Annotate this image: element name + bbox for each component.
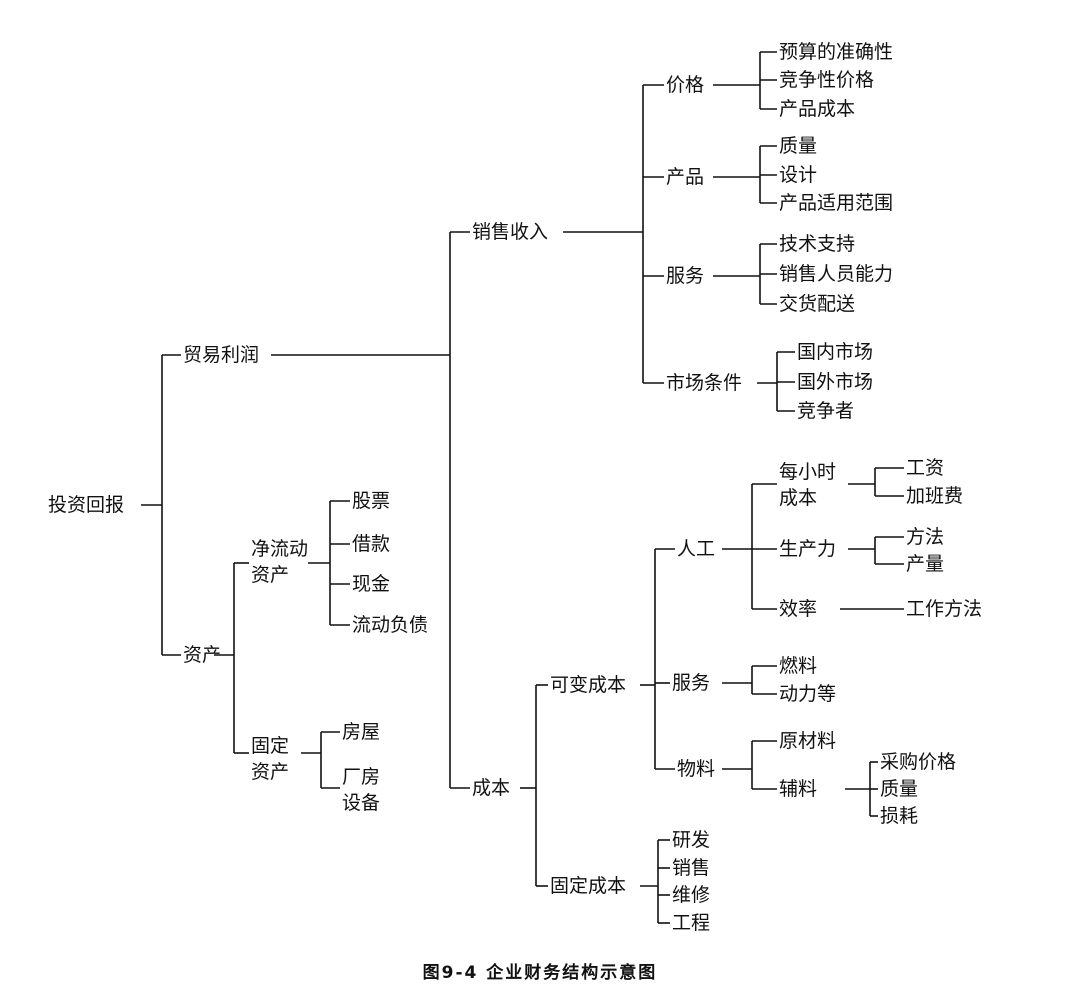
node-root: 投资回报: [48, 494, 125, 516]
node-market: 市场条件: [666, 372, 743, 394]
node-fixed-sales: 销售: [672, 857, 711, 879]
node-aux-quality: 质量: [880, 778, 919, 800]
node-power: 动力等: [779, 683, 837, 705]
node-budget-accuracy: 预算的准确性: [779, 41, 894, 63]
figure-caption: 图9-4 企业财务结构示意图: [422, 963, 658, 983]
node-purchase-price: 采购价格: [880, 751, 957, 773]
node-efficiency: 效率: [779, 598, 818, 620]
node-variable-service: 服务: [672, 672, 711, 694]
node-labor: 人工: [677, 538, 716, 560]
node-wages: 工资: [906, 457, 945, 479]
node-product-cost: 产品成本: [779, 98, 856, 120]
node-net-current-assets: 净流动 资产: [251, 538, 309, 586]
node-stocks: 股票: [352, 490, 391, 512]
node-work-method: 工作方法: [906, 598, 983, 620]
node-plant-equipment: 厂房 设备: [342, 766, 381, 814]
node-method: 方法: [906, 526, 945, 548]
node-product-scope: 产品适用范围: [779, 192, 894, 214]
node-rnd: 研发: [672, 829, 711, 851]
node-current-liabilities: 流动负债: [352, 614, 429, 636]
node-assets: 资产: [183, 644, 222, 666]
node-sales-staff: 销售人员能力: [779, 263, 894, 285]
node-materials: 物料: [677, 758, 716, 780]
node-tech-support: 技术支持: [779, 233, 856, 255]
node-competitive-price: 竞争性价格: [779, 69, 875, 91]
node-engineering: 工程: [672, 912, 711, 934]
node-overtime: 加班费: [906, 485, 964, 507]
node-design: 设计: [779, 164, 818, 186]
node-output: 产量: [906, 553, 945, 575]
node-hourly-cost: 每小时 成本: [779, 461, 837, 509]
node-cost: 成本: [472, 777, 511, 799]
node-foreign-market: 国外市场: [797, 371, 874, 393]
node-fixed-assets: 固定 资产: [251, 735, 290, 783]
node-sales-revenue: 销售收入: [472, 221, 549, 243]
node-price: 价格: [666, 74, 705, 96]
node-fixed-cost: 固定成本: [550, 875, 627, 897]
node-aux-materials: 辅料: [779, 778, 818, 800]
node-cash: 现金: [352, 573, 391, 595]
node-quality: 质量: [779, 135, 818, 157]
node-domestic-market: 国内市场: [797, 341, 874, 363]
node-buildings: 房屋: [342, 721, 381, 743]
node-competitors: 竞争者: [797, 400, 855, 422]
node-maintenance: 维修: [672, 884, 711, 906]
node-trade-profit: 贸易利润: [183, 344, 260, 366]
node-loans: 借款: [352, 533, 391, 555]
node-variable-cost: 可变成本: [550, 674, 627, 696]
node-productivity: 生产力: [779, 538, 837, 560]
node-loss: 损耗: [880, 805, 919, 827]
node-product: 产品: [666, 166, 705, 188]
node-service: 服务: [666, 265, 705, 287]
node-delivery: 交货配送: [779, 293, 856, 315]
node-raw-materials: 原材料: [779, 730, 837, 752]
node-fuel: 燃料: [779, 655, 818, 677]
